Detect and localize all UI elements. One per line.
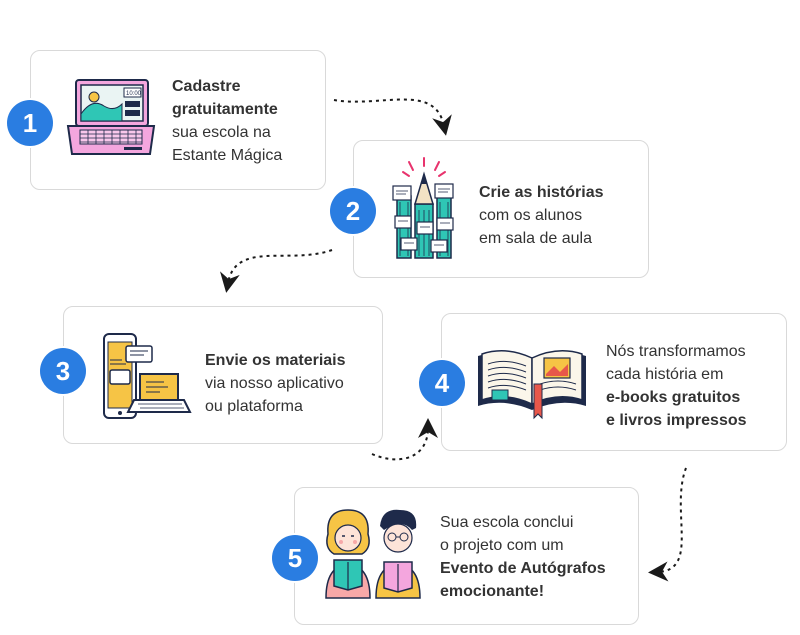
step-2-line-2: com os alunos [479,207,583,224]
step-1-line-3: sua escola na [172,124,271,141]
phone-laptop-icon [103,333,192,419]
laptop-screen-label: 10:00 [126,91,142,97]
step-4-line-1: Nós transformamos [606,343,746,360]
step-1-badge: 1 [7,100,53,146]
step-3-line-3: ou plataforma [205,398,303,415]
step-3-text: Envie os materiais via nosso aplicativo … [205,349,346,418]
step-5-line-2: o projeto com um [440,537,564,554]
step-5-line-4: emocionante! [440,583,545,600]
readers-icon [325,509,421,599]
step-4-line-2: cada história em [606,366,724,383]
step-3-badge: 3 [40,348,86,394]
step-5-line-3: Evento de Autógrafos [440,560,606,577]
step-4-text: Nós transformamos cada história em e-boo… [606,340,747,432]
step-4-line-3: e-books gratuitos [606,389,741,406]
step-2-line-1: Crie as histórias [479,184,604,201]
step-1-text: Cadastre gratuitamente sua escola na Est… [172,75,282,167]
step-5-line-1: Sua escola conclui [440,514,574,531]
step-5-text: Sua escola conclui o projeto com um Even… [440,511,606,603]
step-5-badge: 5 [272,535,318,581]
open-book-icon [478,350,586,420]
step-3-line-1: Envie os materiais [205,352,346,369]
laptop-icon: 10:00 [66,79,156,155]
step-2-badge: 2 [330,188,376,234]
step-2-text: Crie as histórias com os alunos em sala … [479,181,604,250]
step-3-line-2: via nosso aplicativo [205,375,344,392]
pencils-icon [392,157,454,259]
step-4-line-4: e livros impressos [606,412,747,429]
step-1-line-2: gratuitamente [172,101,278,118]
step-1-line-1: Cadastre [172,78,241,95]
step-1-line-4: Estante Mágica [172,147,283,164]
step-4-badge: 4 [419,360,465,406]
step-2-line-3: em sala de aula [479,230,592,247]
